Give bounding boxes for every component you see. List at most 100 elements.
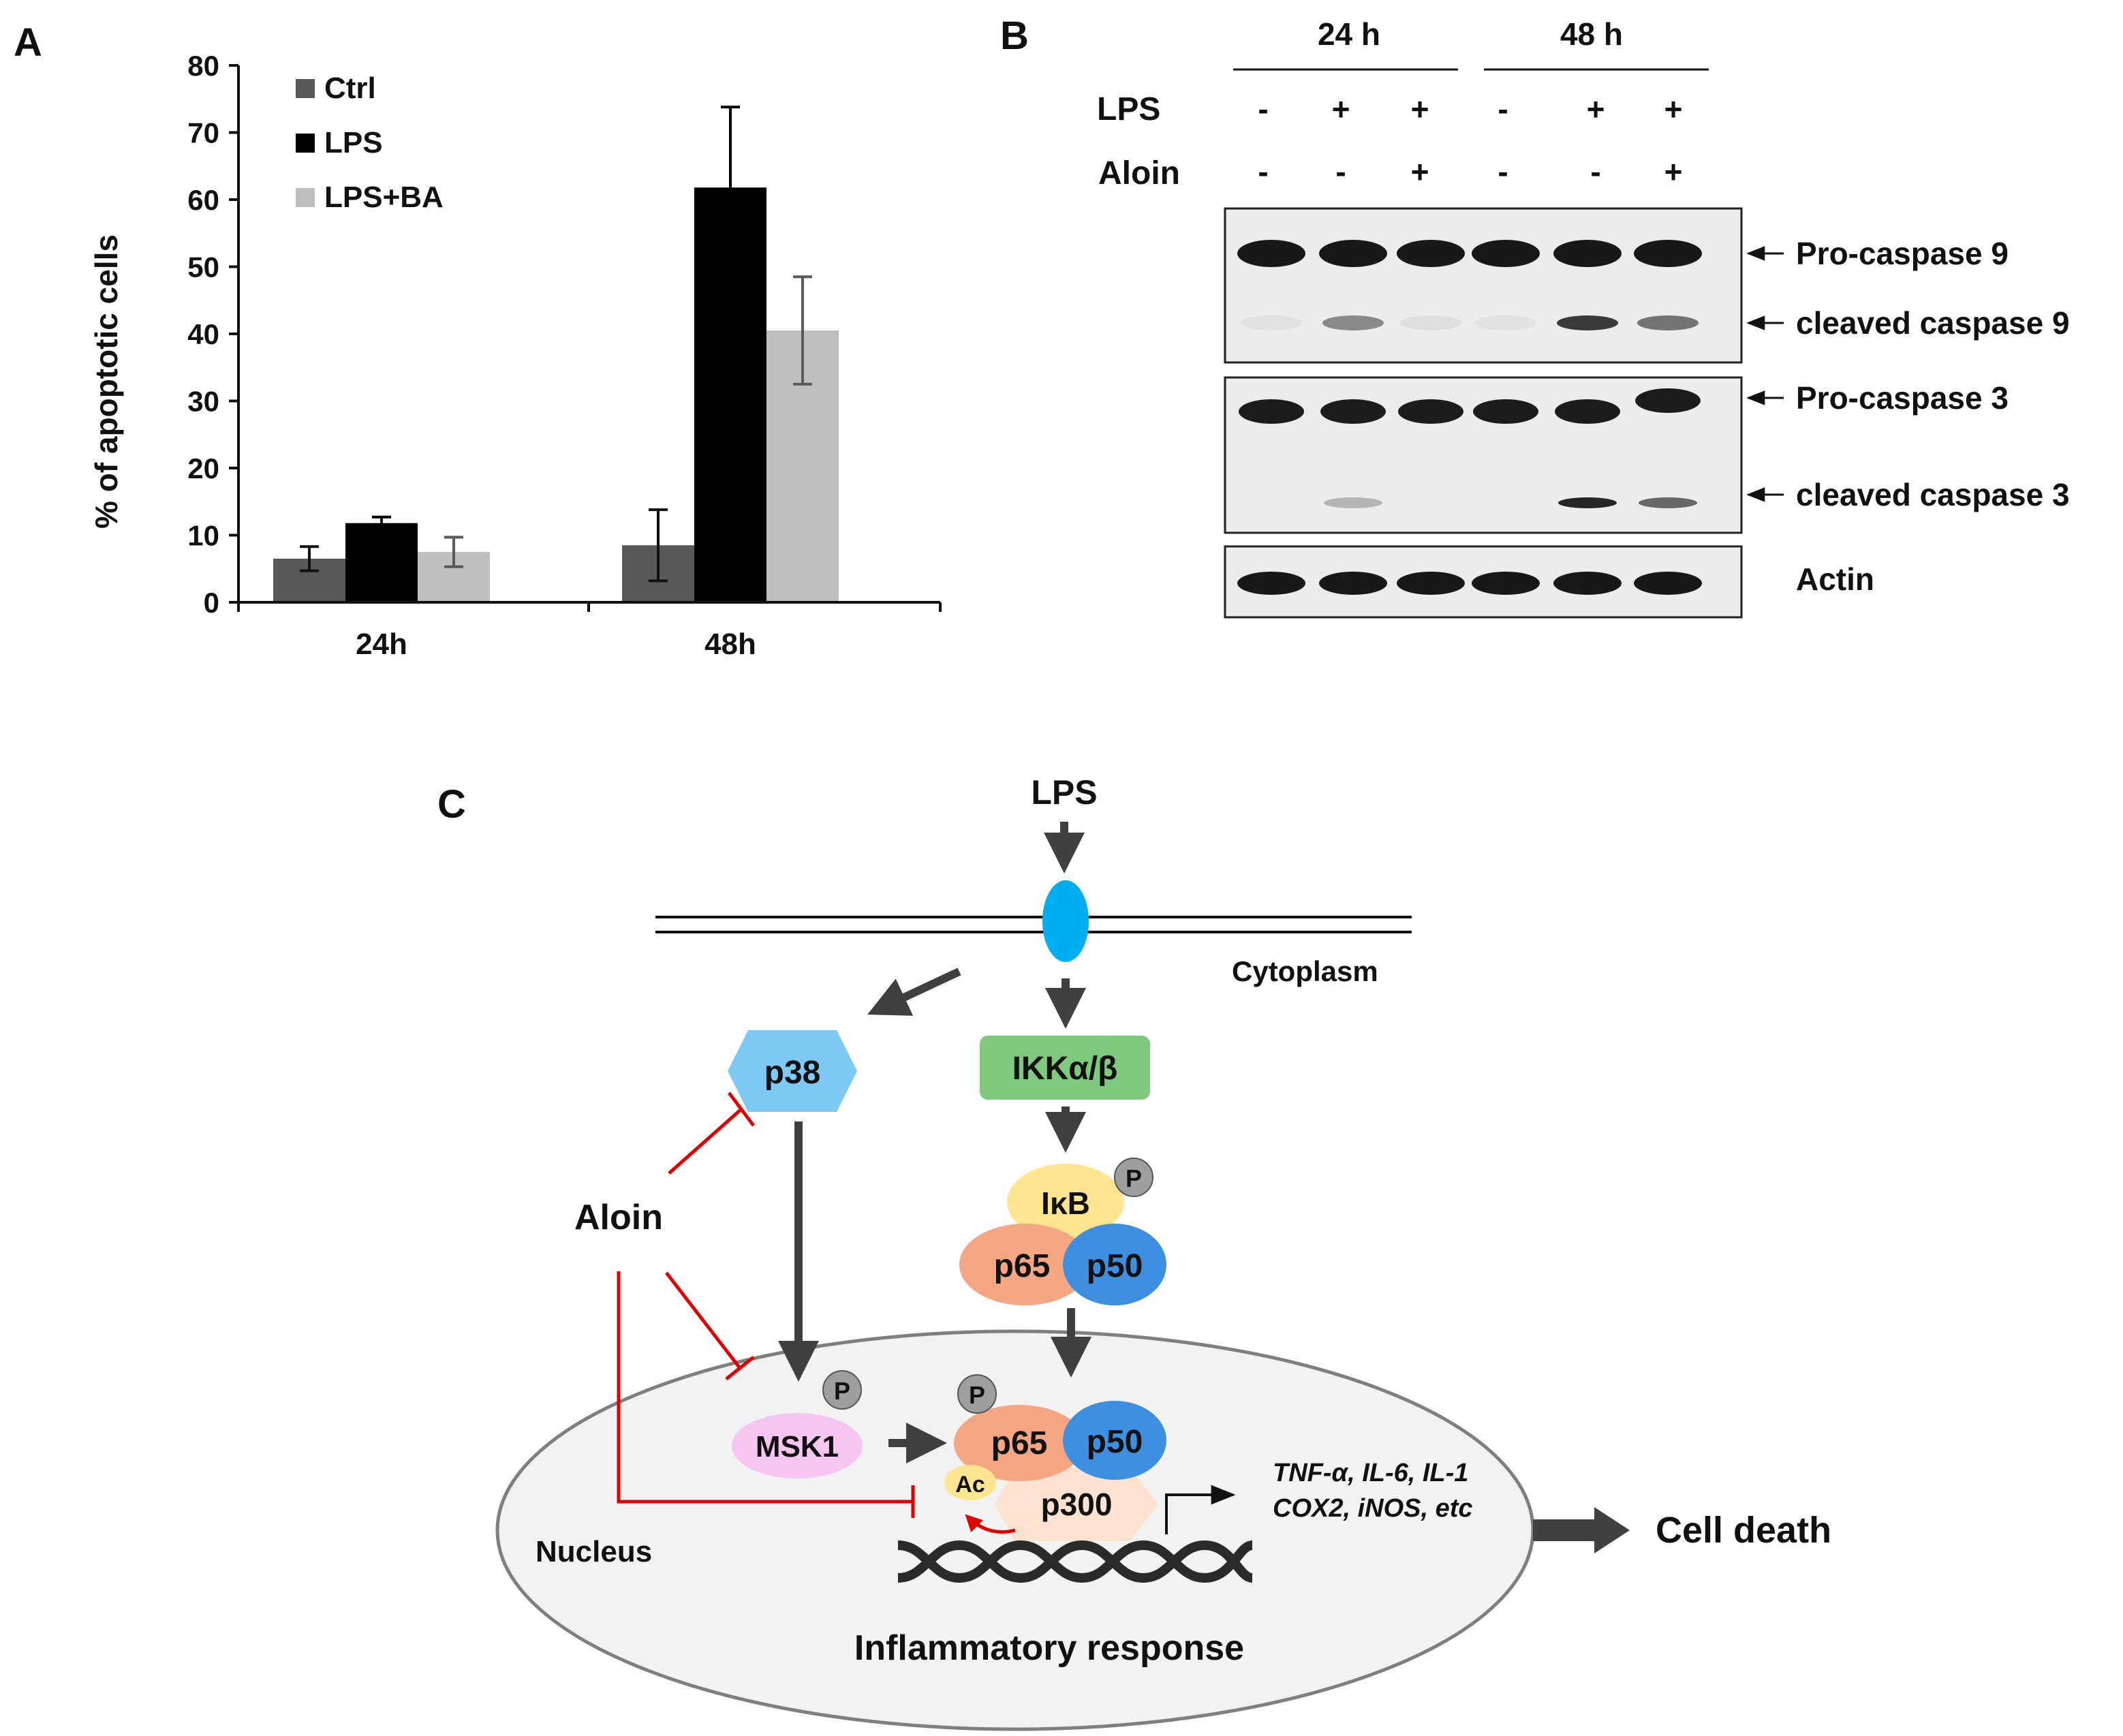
aloin-sign: -	[1498, 154, 1508, 189]
legend-swatch	[296, 134, 315, 153]
time-label-48h: 48 h	[1560, 16, 1623, 52]
aloin-label: Aloin	[574, 1198, 663, 1237]
p50-label-nucleus: p50	[1087, 1424, 1143, 1460]
band-cleaved-caspase3	[1242, 497, 1301, 508]
y-tick-label: 80	[187, 50, 219, 82]
transcription-arrow	[1165, 1485, 1236, 1534]
band-pro-caspase3	[1473, 399, 1538, 424]
band-actin	[1634, 572, 1702, 595]
phospho-label-ikb: P	[1126, 1164, 1142, 1192]
band-cleaved-caspase9	[1557, 315, 1618, 330]
p65-node-cytoplasm	[959, 1224, 1090, 1305]
inhibition-aloin-acetylation	[617, 1271, 915, 1518]
band-cleaved-caspase9	[1322, 315, 1384, 330]
target-genes-line1: TNF-α, IL-6, IL-1	[1273, 1459, 1468, 1487]
cell-death-arrow	[1533, 1507, 1630, 1553]
y-tick-label: 50	[187, 251, 219, 283]
error-bars	[300, 106, 812, 583]
acetyl-label: Ac	[955, 1472, 985, 1498]
aloin-sign: +	[1664, 154, 1683, 189]
ikk-label: IKKα/β	[1012, 1051, 1118, 1087]
ikb-label: IκB	[1041, 1185, 1090, 1221]
acetyl-node	[944, 1465, 996, 1500]
bar-lps-24h	[345, 523, 418, 602]
band-cleaved-caspase3	[1476, 497, 1535, 508]
aloin-sign: -	[1590, 154, 1600, 189]
legend-swatch	[296, 79, 315, 98]
label-cleaved-caspase3: cleaved caspase 3	[1796, 477, 2070, 512]
label-cleaved-caspase9: cleaved caspase 9	[1796, 305, 2070, 341]
band-actin	[1472, 572, 1540, 595]
phospho-icon-ikb	[1114, 1158, 1153, 1197]
x-tick-label: 24h	[356, 627, 407, 661]
inhibition-aloin-msk1	[665, 1271, 755, 1380]
legend-swatch	[296, 188, 315, 207]
band-cleaved-caspase9	[1475, 315, 1536, 330]
x-tick-label: 48h	[704, 627, 756, 661]
aloin-sign: -	[1335, 154, 1346, 189]
lps-sign: +	[1411, 91, 1429, 127]
legend-label: LPS+BA	[324, 181, 444, 214]
phospho-icon-p65	[957, 1374, 997, 1414]
row-label-lps: LPS	[1097, 91, 1160, 127]
p50-label-cytoplasm: p50	[1087, 1248, 1143, 1284]
band-cleaved-caspase3	[1324, 497, 1382, 508]
y-tick-label: 10	[187, 520, 219, 552]
ikb-node	[1007, 1164, 1124, 1240]
label-pro-caspase3: Pro-caspase 3	[1796, 380, 2009, 416]
band-pro-caspase3	[1555, 399, 1620, 424]
band-cleaved-caspase3	[1401, 497, 1460, 508]
lps-sign: +	[1587, 91, 1605, 127]
p300-label: p300	[1041, 1487, 1113, 1522]
p38-node	[728, 1030, 857, 1112]
band-pro-caspase3	[1398, 399, 1463, 424]
blot-box-caspase9	[1224, 207, 1743, 364]
band-pro-caspase9	[1237, 240, 1305, 267]
label-pro-caspase9: Pro-caspase 9	[1796, 236, 2009, 271]
receptor-icon	[1042, 880, 1089, 962]
sign-row-lps: -++-++	[1258, 91, 1682, 127]
aloin-sign: +	[1411, 154, 1429, 189]
band-cleaved-caspase9	[1241, 315, 1302, 330]
msk1-node	[732, 1413, 863, 1478]
p300-node	[995, 1468, 1158, 1541]
band-cleaved-caspase9	[1637, 315, 1699, 330]
ikk-node	[980, 1036, 1150, 1100]
p38-label: p38	[764, 1055, 821, 1091]
legend-label: Ctrl	[324, 72, 376, 105]
msk1-label: MSK1	[756, 1430, 839, 1463]
lps-sign: -	[1258, 91, 1268, 127]
panel-a: A % of apoptotic cells 01020304050607080…	[14, 20, 942, 661]
lps-sign: +	[1332, 91, 1350, 127]
phospho-label-msk1: P	[834, 1377, 850, 1405]
nucleus-label: Nucleus	[536, 1535, 652, 1568]
band-pro-caspase9	[1397, 240, 1465, 267]
aloin-sign: -	[1258, 154, 1268, 189]
time-label-24h: 24 h	[1318, 16, 1380, 52]
p50-node-nucleus	[1063, 1401, 1166, 1480]
lps-sign: -	[1498, 91, 1508, 127]
y-tick-label: 60	[187, 184, 219, 216]
band-pro-caspase3	[1239, 399, 1304, 424]
band-cleaved-caspase9	[1400, 315, 1461, 330]
inhibition-aloin-p38	[668, 1091, 755, 1175]
y-tick-label: 0	[204, 587, 219, 619]
panel-label-a: A	[14, 20, 42, 65]
phospho-icon-msk1	[822, 1370, 862, 1410]
y-axis-label: % of apoptotic cells	[89, 234, 124, 529]
p65-label-nucleus: p65	[991, 1425, 1048, 1461]
band-actin	[1237, 572, 1305, 595]
band-pro-caspase9	[1319, 240, 1387, 267]
bars	[273, 187, 839, 602]
band-pro-caspase9	[1553, 240, 1622, 267]
cytoplasm-label: Cytoplasm	[1232, 955, 1378, 987]
band-cleaved-caspase3	[1558, 497, 1617, 508]
label-actin: Actin	[1796, 561, 1874, 597]
blot-bands	[1237, 240, 1702, 595]
dna-helix-icon	[897, 1540, 1254, 1583]
x-axis-ticks: 24h 48h	[237, 602, 942, 661]
y-tick-label: 70	[187, 117, 219, 149]
